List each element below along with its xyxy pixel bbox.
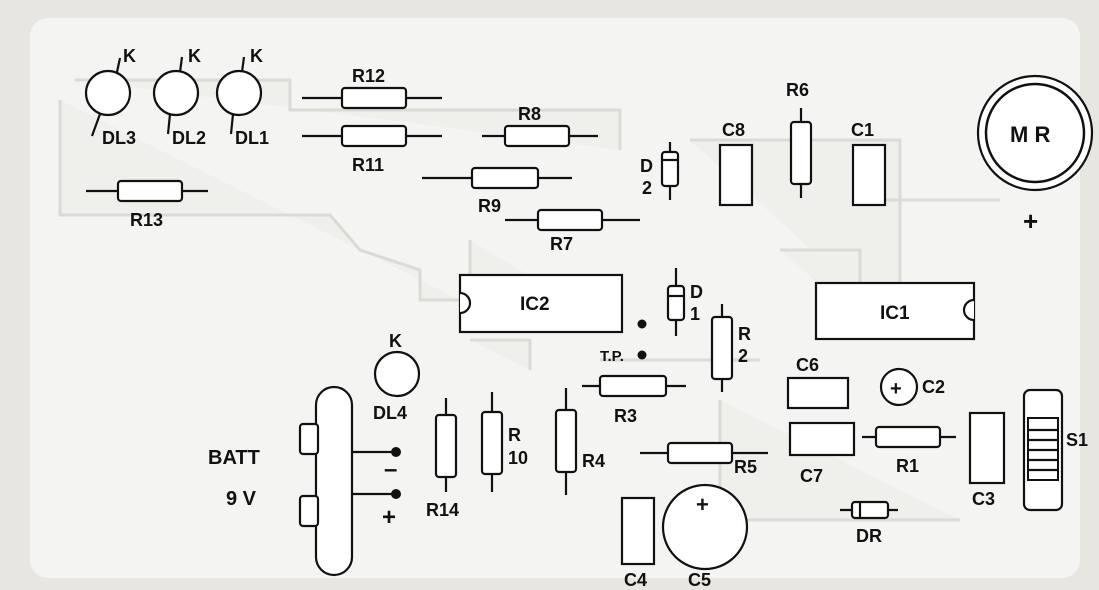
resistor-r8: R8: [482, 104, 598, 148]
dl4-label: DL4: [373, 403, 407, 423]
batt-label: BATT: [208, 447, 260, 469]
led-k-label: K: [123, 46, 136, 66]
diode-dr: DR: [840, 500, 898, 546]
c7-label: C7: [800, 466, 823, 486]
r12-label: R12: [352, 66, 385, 86]
r11-label: R11: [352, 155, 384, 175]
c4-label: C4: [624, 570, 647, 590]
c8-label: C8: [722, 120, 745, 140]
resistor-r5: R5: [640, 441, 768, 477]
battery-plus-sign: +: [382, 504, 396, 531]
r10-label: R: [508, 425, 521, 445]
ic2-label: IC2: [520, 294, 550, 315]
capacitor-c5: + C5: [661, 483, 749, 590]
battery-connector: – + BATT 9 V: [208, 385, 401, 577]
resistor-r2: R 2: [710, 304, 751, 392]
r6-label: R6: [786, 80, 809, 100]
c2-plus-sign: +: [890, 378, 902, 400]
resistor-r6: R6: [786, 80, 813, 198]
led-k-label: K: [250, 46, 263, 66]
dr-label: DR: [856, 526, 882, 546]
led-dl4: K DL4: [373, 331, 421, 423]
capacitor-c7: C7: [788, 421, 856, 486]
resistor-r13: R13: [86, 179, 208, 230]
capacitor-c1: C1: [851, 120, 887, 207]
r2-label: R: [738, 324, 751, 344]
dl2-label: DL2: [172, 128, 206, 148]
ic2-chip: IC2: [458, 273, 624, 334]
capacitor-c3: C3: [968, 411, 1006, 509]
r10-number: 10: [508, 448, 528, 468]
resistor-r12: R12: [302, 66, 442, 110]
r2-number: 2: [738, 346, 748, 366]
resistor-r3: R3: [582, 374, 686, 426]
mr-label: M R: [1010, 122, 1050, 147]
dl1-label: DL1: [235, 128, 269, 148]
c2-label: C2: [922, 377, 945, 397]
led-k-label: K: [389, 331, 402, 351]
c1-label: C1: [851, 120, 874, 140]
resistor-r1: R1: [862, 425, 956, 476]
c6-label: C6: [796, 355, 819, 375]
resistor-r4: R4: [554, 388, 605, 495]
led-k-label: K: [188, 46, 201, 66]
r8-label: R8: [518, 104, 541, 124]
test-points: T.P.: [600, 319, 647, 365]
trace-ghost: [470, 198, 1000, 522]
s1-label: S1: [1066, 430, 1088, 450]
r4-label: R4: [582, 451, 605, 471]
c5-plus-sign: +: [696, 492, 709, 517]
battery-minus-sign: –: [384, 456, 397, 483]
r1-label: R1: [896, 456, 919, 476]
voltage-label: 9 V: [226, 488, 257, 510]
led-dl3: K DL3: [84, 46, 136, 148]
capacitor-c2: + C2: [879, 367, 945, 407]
r7-label: R7: [550, 234, 573, 254]
capacitor-c8: C8: [718, 120, 754, 207]
diode-d1: D 1: [666, 268, 703, 336]
c5-label: C5: [688, 570, 711, 590]
diode-d2: D 2: [640, 142, 680, 200]
resistor-r7: R7: [505, 208, 640, 254]
d1-number: 1: [690, 304, 700, 324]
resistor-r11: R11: [302, 124, 442, 175]
resistor-r10: R 10: [480, 392, 528, 492]
led-dl1: K DL1: [215, 46, 269, 148]
capacitor-c4: C4: [620, 496, 656, 590]
r5-label: R5: [734, 457, 757, 477]
r13-label: R13: [130, 210, 163, 230]
resistor-r9: R9: [422, 166, 572, 216]
r9-label: R9: [478, 196, 501, 216]
d2-label: D: [640, 156, 653, 176]
microphone-mr: M R +: [976, 74, 1094, 236]
led-dl2: K DL2: [152, 46, 206, 148]
r14-label: R14: [426, 500, 459, 520]
d1-label: D: [690, 282, 703, 302]
resistor-r14: R14: [426, 398, 459, 520]
mr-plus-sign: +: [1023, 206, 1038, 236]
ic1-label: IC1: [880, 303, 910, 324]
capacitor-c6: C6: [786, 355, 850, 410]
ic1-chip: IC1: [814, 281, 976, 341]
tp-label: T.P.: [600, 348, 624, 365]
r3-label: R3: [614, 406, 637, 426]
dl3-label: DL3: [102, 128, 136, 148]
c3-label: C3: [972, 489, 995, 509]
switch-s1: S1: [1022, 388, 1088, 512]
d2-number: 2: [642, 178, 652, 198]
